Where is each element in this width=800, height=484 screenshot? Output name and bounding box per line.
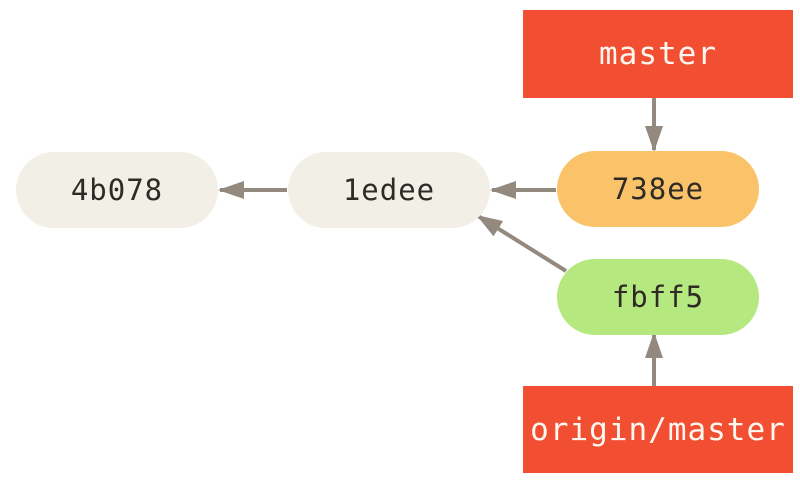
arrow-fbff5-to-1edee (476, 214, 568, 273)
commit-node-fbff5: fbff5 (557, 259, 759, 335)
branch-label-origin-master: origin/master (523, 386, 793, 473)
branch-label-master: master (523, 10, 793, 98)
commit-node-4b078: 4b078 (16, 152, 218, 228)
commit-node-1edee: 1edee (288, 152, 490, 228)
commit-node-738ee: 738ee (557, 151, 759, 227)
